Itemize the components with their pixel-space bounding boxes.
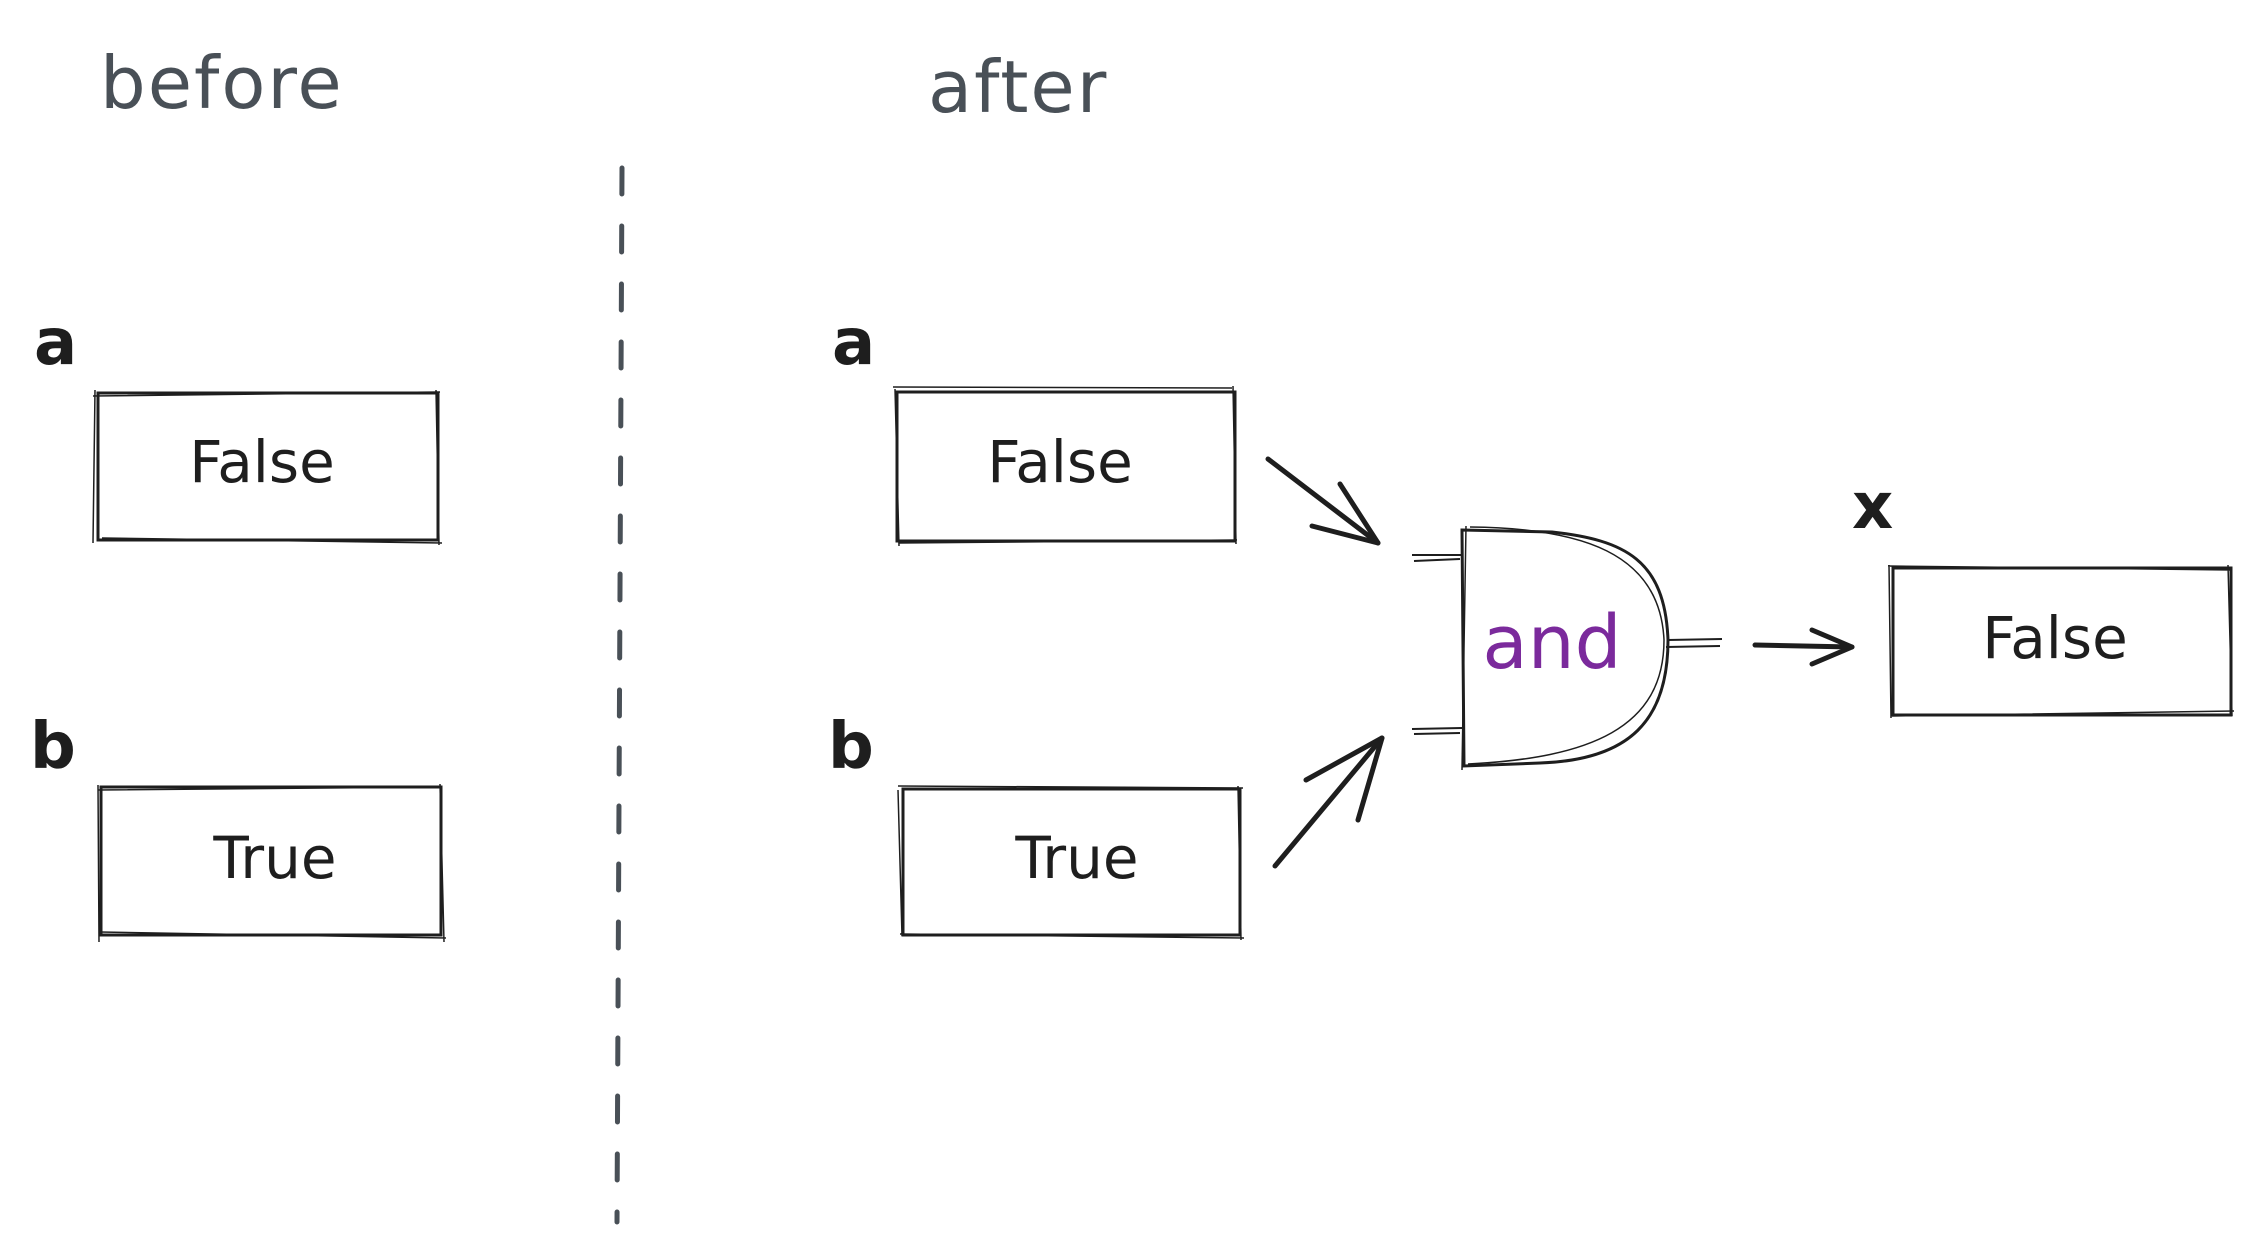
gate-output-wire [1665,638,1723,648]
before-a-box: False [92,389,443,546]
after-x-box: False [1887,564,2235,719]
section-divider [614,165,625,1225]
before-b-value: True [212,824,336,892]
after-b-box: True [897,785,1245,941]
after-heading: after [928,45,1108,129]
before-heading: before [100,41,344,125]
arrow-a-to-gate [1265,456,1381,546]
after-a-label: a [832,306,875,380]
after-b-value: True [1014,824,1138,892]
after-b-label: b [828,710,874,784]
after-a-box: False [892,385,1238,547]
arrow-b-to-gate [1272,735,1385,869]
gate-input-a-wire [1412,554,1462,562]
after-a-value: False [987,428,1133,496]
after-x-label: x [1852,470,1893,544]
before-a-label: a [34,306,77,380]
and-gate: and [1411,525,1723,771]
and-gate-label: and [1482,600,1621,686]
before-a-value: False [189,428,335,496]
before-b-label: b [30,710,76,784]
before-b-box: True [97,783,447,943]
after-x-value: False [1982,604,2128,672]
gate-input-b-wire [1411,727,1463,735]
arrow-gate-to-x [1752,627,1855,667]
